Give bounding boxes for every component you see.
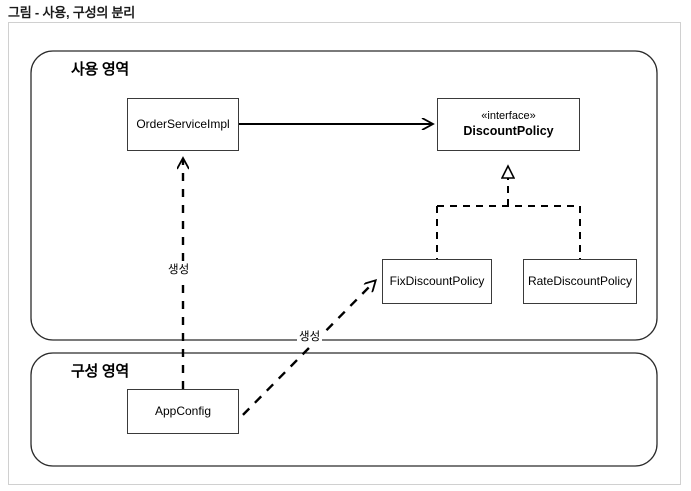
- region-config-boundary: [30, 352, 658, 467]
- node-fix-discount-policy[interactable]: FixDiscountPolicy: [382, 259, 492, 304]
- node-discount-policy-stereotype: «interface»: [481, 109, 536, 122]
- edge-label-create-order-service: 생성: [166, 261, 192, 277]
- node-order-service-impl[interactable]: OrderServiceImpl: [127, 98, 239, 151]
- region-label-config: 구성 영역: [71, 363, 129, 380]
- node-rate-discount-policy[interactable]: RateDiscountPolicy: [523, 259, 637, 304]
- node-discount-policy[interactable]: «interface» DiscountPolicy: [437, 98, 580, 151]
- node-fix-discount-policy-label: FixDiscountPolicy: [389, 274, 485, 288]
- node-order-service-impl-label: OrderServiceImpl: [136, 117, 230, 131]
- page-title: 그림 - 사용, 구성의 분리: [8, 5, 136, 20]
- node-app-config-label: AppConfig: [154, 404, 212, 418]
- diagram-connectors-layer: [30, 50, 658, 467]
- region-usage-boundary: [30, 50, 658, 341]
- node-rate-discount-policy-label: RateDiscountPolicy: [527, 274, 633, 288]
- region-label-usage: 사용 영역: [71, 61, 129, 78]
- node-app-config[interactable]: AppConfig: [127, 389, 239, 434]
- node-discount-policy-label: DiscountPolicy: [463, 123, 554, 138]
- edge-label-create-fix-policy: 생성: [297, 328, 323, 344]
- diagram-frame: 사용 영역 구성 영역 OrderServiceImpl «interface»…: [8, 22, 681, 485]
- edge-create-fix-policy: [230, 281, 375, 428]
